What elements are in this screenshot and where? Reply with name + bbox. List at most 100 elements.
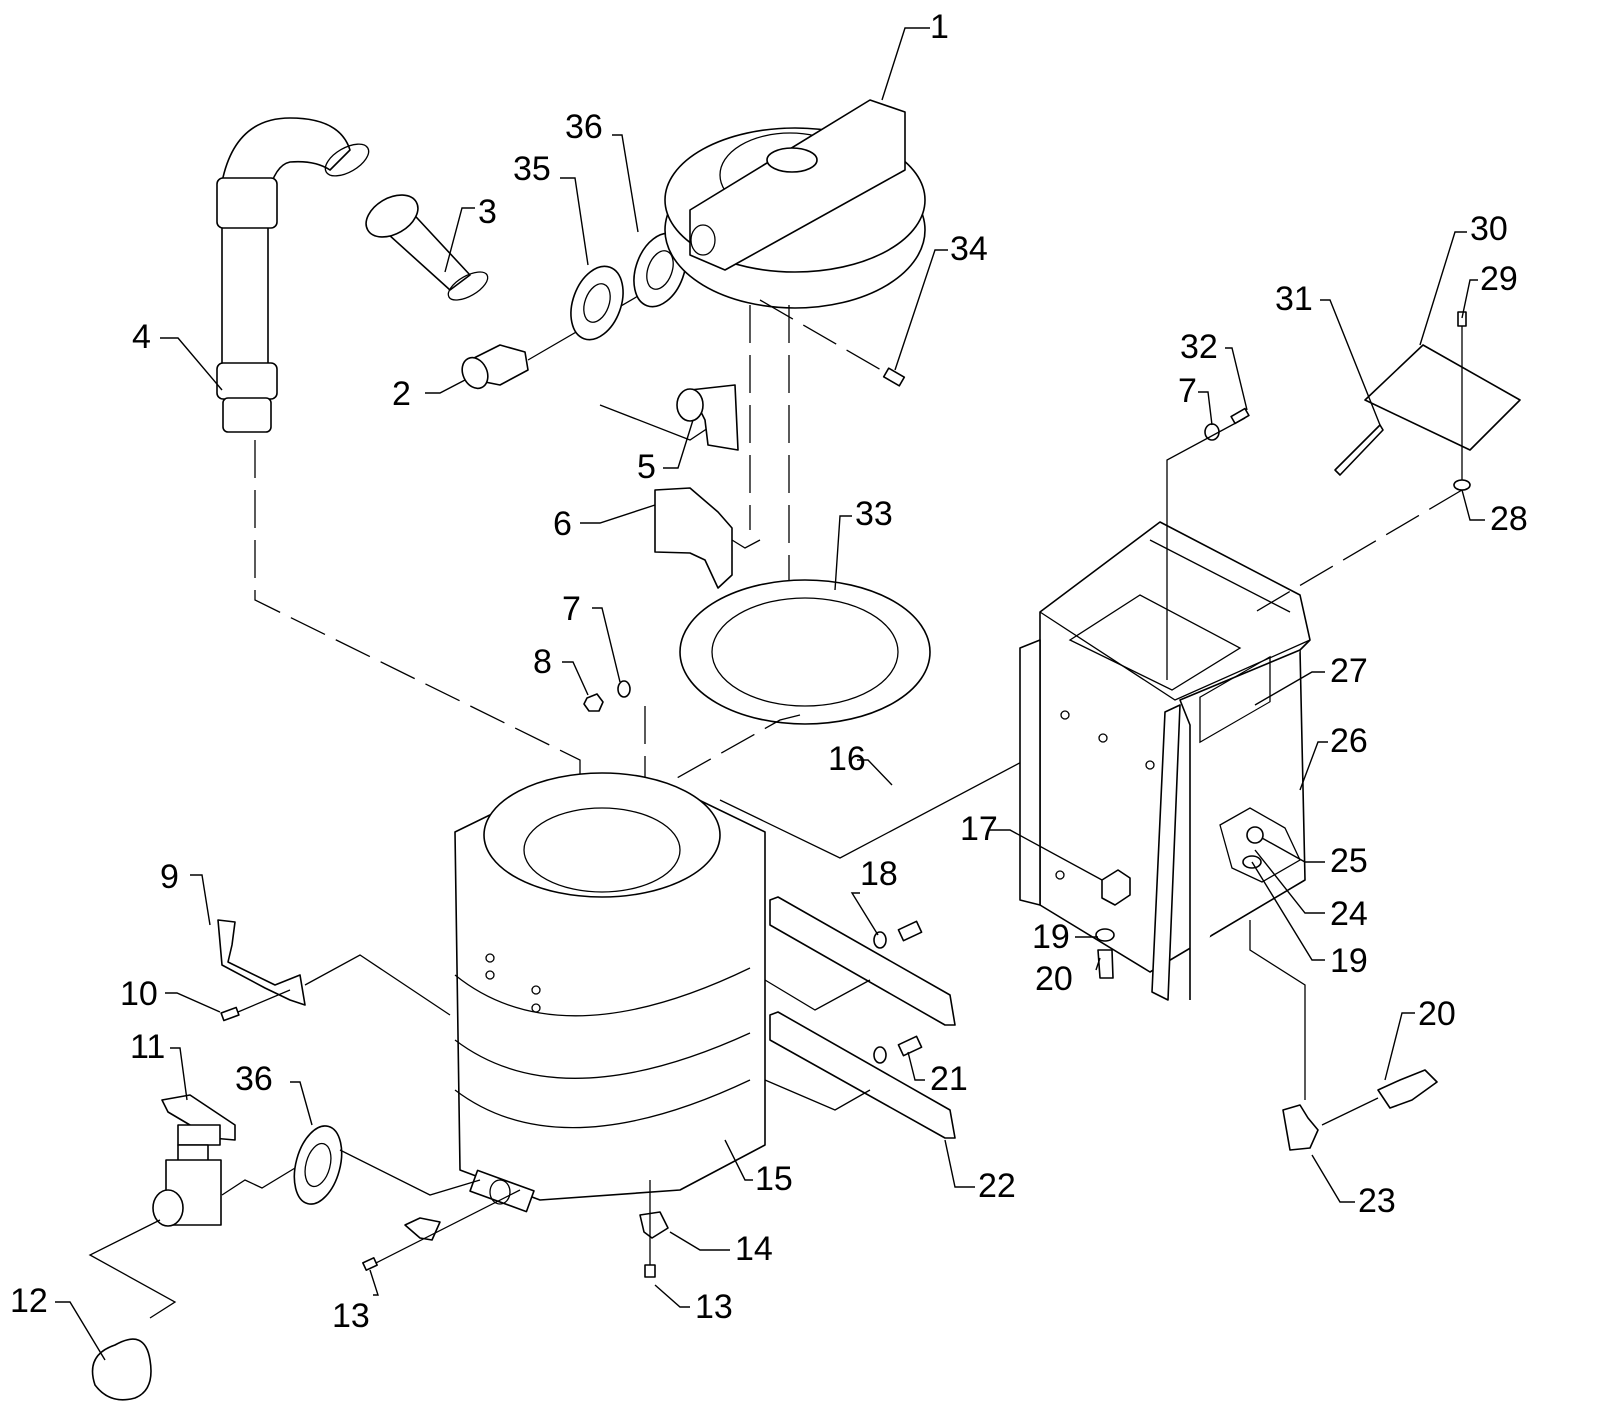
callout-number: 2 xyxy=(392,375,411,413)
leader-line xyxy=(654,1284,690,1308)
leader-line xyxy=(444,207,475,273)
lid-gasket xyxy=(679,579,931,725)
callout-19: 19 xyxy=(1032,918,1098,956)
callout-20: 20 xyxy=(1035,957,1101,998)
callout-number: 25 xyxy=(1330,842,1368,880)
callout-number: 19 xyxy=(1032,918,1070,956)
callout-number: 35 xyxy=(513,150,551,188)
elbow-and-barb xyxy=(1282,1069,1438,1151)
leader-line xyxy=(612,134,639,233)
callout-7: 7 xyxy=(1178,372,1213,426)
callout-number: 29 xyxy=(1480,260,1518,298)
callout-12: 12 xyxy=(10,1282,106,1361)
leader-line xyxy=(1251,861,1325,961)
callout-number: 36 xyxy=(235,1060,273,1098)
callout-7: 7 xyxy=(562,590,621,683)
callout-27: 27 xyxy=(1254,652,1368,706)
callout-21: 21 xyxy=(907,1051,968,1098)
leader-line xyxy=(190,874,211,926)
baffle xyxy=(654,487,761,589)
callout-4: 4 xyxy=(132,318,223,391)
hose-cuff xyxy=(365,194,489,301)
callout-18: 18 xyxy=(850,855,898,936)
callout-number: 11 xyxy=(130,1028,165,1066)
gasket-35 xyxy=(570,265,624,341)
callout-number: 18 xyxy=(860,855,898,893)
leader-line xyxy=(170,1047,188,1101)
leader-line xyxy=(988,829,1103,881)
callout-6: 6 xyxy=(553,504,656,543)
tank-door xyxy=(1166,311,1521,680)
leader-line xyxy=(850,892,879,936)
leader-line xyxy=(1311,1154,1355,1203)
callout-1: 1 xyxy=(881,8,949,101)
callout-number: 7 xyxy=(1178,372,1197,410)
leader-line xyxy=(663,419,694,469)
callout-34: 34 xyxy=(894,230,988,371)
callout-22: 22 xyxy=(944,1139,1016,1205)
callout-16: 16 xyxy=(828,740,893,786)
leader-line xyxy=(1461,279,1478,319)
callout-11: 11 xyxy=(130,1028,188,1101)
inlet-hose xyxy=(216,117,370,433)
callout-number: 6 xyxy=(553,505,572,543)
leader-line xyxy=(369,1269,379,1296)
leader-line xyxy=(160,337,223,391)
callout-number: 33 xyxy=(855,495,893,533)
leader-line xyxy=(1254,671,1325,706)
callout-number: 22 xyxy=(978,1167,1016,1205)
leader-line xyxy=(1384,1012,1415,1081)
callout-2: 2 xyxy=(392,375,466,413)
leader-line xyxy=(1254,849,1325,914)
elbow-deflector xyxy=(599,384,739,451)
callout-number: 17 xyxy=(960,810,998,848)
callout-number: 8 xyxy=(533,643,552,681)
recovery-tank xyxy=(454,772,766,1213)
callout-36: 36 xyxy=(235,1060,313,1126)
leader-line xyxy=(1461,489,1485,521)
leader-line xyxy=(1225,347,1248,411)
callout-number: 7 xyxy=(562,590,581,628)
callout-3: 3 xyxy=(444,193,497,273)
callout-number: 16 xyxy=(828,740,866,778)
solution-tank xyxy=(1019,521,1311,1100)
leader-line xyxy=(1095,957,1101,971)
leader-line xyxy=(724,1139,753,1181)
mounting-rails xyxy=(764,896,956,1139)
callout-number: 21 xyxy=(930,1060,968,1098)
valve-cap xyxy=(91,1338,152,1401)
callout-number: 20 xyxy=(1418,995,1456,1033)
hose-bracket xyxy=(217,919,451,1022)
callout-number: 15 xyxy=(755,1160,793,1198)
callout-number: 5 xyxy=(637,448,656,486)
callout-number: 32 xyxy=(1180,328,1218,366)
callout-number: 14 xyxy=(735,1230,773,1268)
leader-line xyxy=(425,379,466,394)
callout-24: 24 xyxy=(1254,849,1368,933)
callout-number: 13 xyxy=(332,1297,370,1335)
callout-number: 3 xyxy=(478,193,497,231)
leader-line xyxy=(290,1081,313,1126)
leader-line xyxy=(1261,837,1325,863)
leader-line xyxy=(857,759,893,786)
callout-25: 25 xyxy=(1261,837,1368,880)
callout-number: 10 xyxy=(120,975,158,1013)
callout-31: 31 xyxy=(1275,280,1381,426)
leader-line xyxy=(592,607,621,683)
callout-number: 24 xyxy=(1330,895,1368,933)
leader-line xyxy=(1320,299,1381,426)
callout-number: 13 xyxy=(695,1288,733,1326)
gasket-36-lower xyxy=(293,1125,481,1205)
hose-barb-fitting xyxy=(461,259,701,390)
callout-15: 15 xyxy=(724,1139,793,1198)
callout-14: 14 xyxy=(669,1230,773,1268)
leader-line xyxy=(560,177,589,266)
callout-23: 23 xyxy=(1311,1154,1396,1220)
callout-17: 17 xyxy=(960,810,1103,881)
callout-number: 31 xyxy=(1275,280,1313,318)
leader-line xyxy=(1299,741,1328,791)
leader-line xyxy=(907,1051,925,1081)
callout-number: 23 xyxy=(1358,1182,1396,1220)
callout-number: 27 xyxy=(1330,652,1368,690)
